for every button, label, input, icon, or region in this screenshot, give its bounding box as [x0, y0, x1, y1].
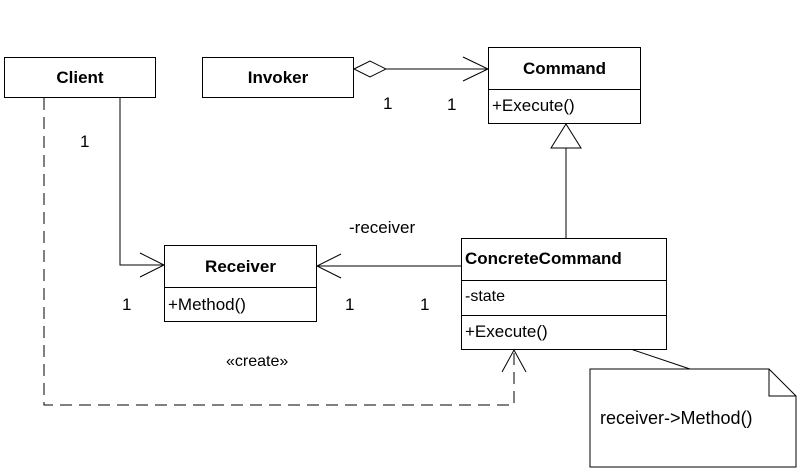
generalization-triangle — [550, 123, 582, 149]
receiver-role-label: -receiver — [349, 218, 416, 237]
command-operations-compartment: +Execute() — [489, 89, 640, 121]
receiver-client-multiplicity: 1 — [122, 295, 132, 314]
concrete-command-class-name: ConcreteCommand — [465, 249, 622, 268]
client-class-name: Client — [56, 68, 104, 87]
concrete-command-class[interactable]: ConcreteCommand -state +Execute() — [461, 238, 667, 350]
note-fold — [768, 369, 796, 397]
client-multiplicity: 1 — [80, 132, 90, 151]
aggregation-diamond — [352, 60, 388, 78]
command-class-name: Command — [522, 59, 607, 78]
client-class[interactable]: Client — [4, 57, 156, 98]
command-operation: +Execute() — [492, 96, 575, 115]
invoker-class[interactable]: Invoker — [202, 57, 354, 98]
receiver-operations-compartment: +Method() — [165, 287, 316, 321]
concrete-command-operation: +Execute() — [465, 322, 548, 341]
concrete-command-attributes-compartment: -state — [462, 280, 666, 315]
concrete-command-attribute: -state — [465, 288, 506, 305]
note-shape — [589, 368, 797, 468]
invoker-multiplicity: 1 — [383, 94, 393, 113]
client-receiver-line — [119, 98, 164, 266]
concrete-command-operations-compartment: +Execute() — [462, 315, 666, 348]
note-text: receiver->Method() — [600, 408, 753, 428]
command-multiplicity: 1 — [447, 95, 457, 114]
receiver-class[interactable]: Receiver +Method() — [164, 245, 317, 322]
create-stereotype-label: «create» — [226, 353, 289, 370]
command-class[interactable]: Command +Execute() — [488, 47, 641, 124]
receiver-operation: +Method() — [168, 295, 246, 314]
concrete-receiver-arrowhead — [315, 253, 342, 279]
receiver-class-name: Receiver — [205, 257, 276, 276]
receiver-concrete-multiplicity: 1 — [345, 295, 355, 314]
create-dependency-arrowhead — [501, 348, 527, 373]
concrete-multiplicity: 1 — [420, 295, 430, 314]
create-dependency-line — [43, 98, 515, 406]
invoker-class-name: Invoker — [247, 68, 309, 87]
